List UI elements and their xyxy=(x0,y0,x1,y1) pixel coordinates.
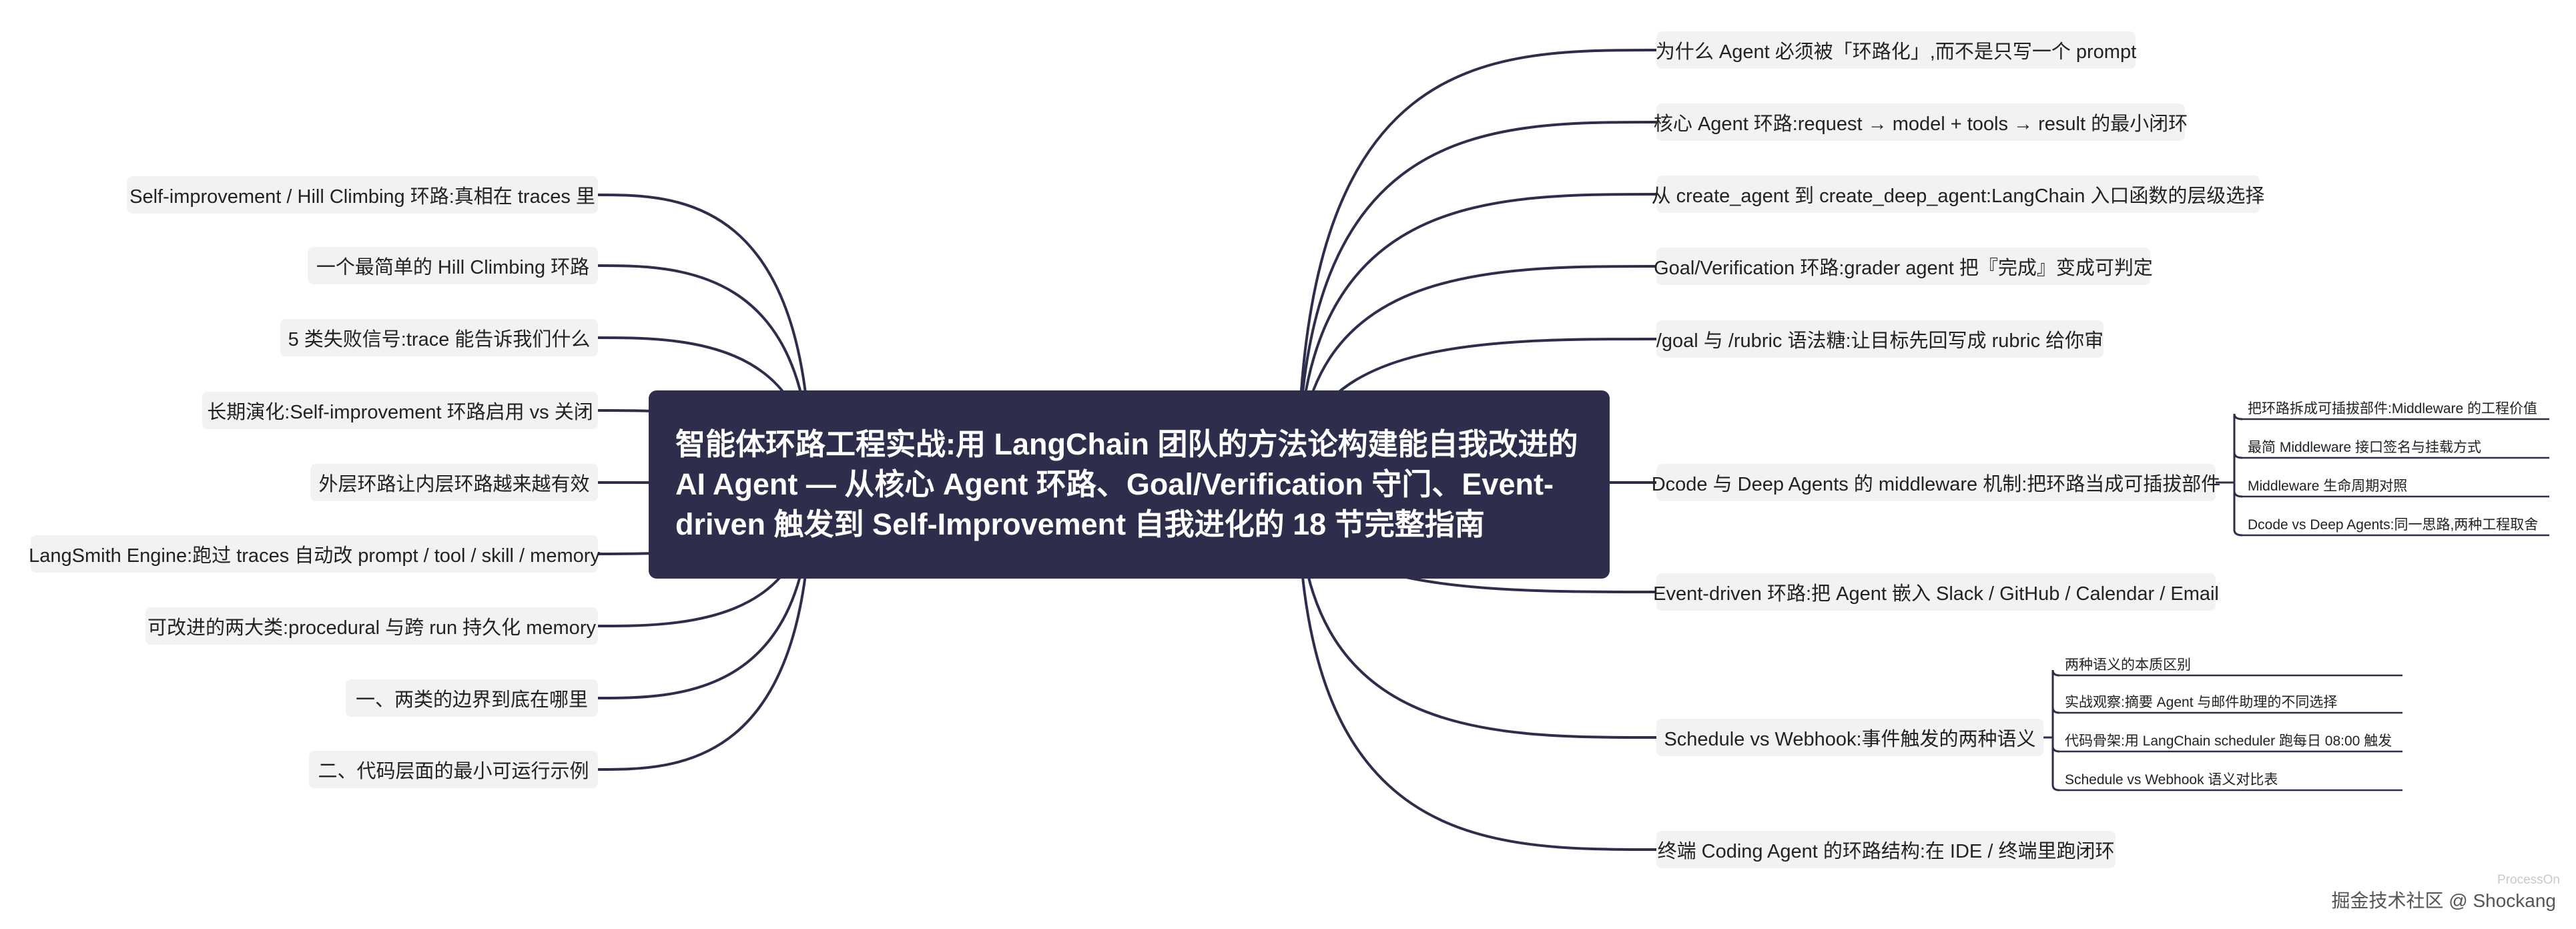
left-branch-node[interactable]: LangSmith Engine:跑过 traces 自动改 prompt / … xyxy=(29,535,600,573)
right-connector-line xyxy=(1297,484,1657,739)
right-branch-node[interactable]: /goal 与 /rubric 语法糖:让目标先回写成 rubric 给你审 xyxy=(1656,320,2104,358)
right-branch-node[interactable]: Schedule vs Webhook:事件触发的两种语义 xyxy=(1656,719,2043,756)
branch-label: 5 类失败信号:trace 能告诉我们什么 xyxy=(288,329,591,350)
subtopic-connector xyxy=(2051,707,2060,714)
left-branch-node[interactable]: 一个最简单的 Hill Climbing 环路 xyxy=(308,247,598,284)
left-branch-node[interactable]: 5 类失败信号:trace 能告诉我们什么 xyxy=(280,319,598,356)
subtopic-label[interactable]: Dcode vs Deep Agents:同一思路,两种工程取舍 xyxy=(2248,517,2539,533)
subtopic-connector xyxy=(2051,784,2060,792)
subtopic-label[interactable]: 实战观察:摘要 Agent 与邮件助理的不同选择 xyxy=(2065,695,2338,710)
root-topic-text: 智能体环路工程实战:用 LangChain 团队的方法论构建能自我改进的 AI … xyxy=(675,427,1578,541)
left-connector-line xyxy=(597,484,812,771)
subtopic-label[interactable]: 最简 Middleware 接口签名与挂载方式 xyxy=(2248,440,2482,455)
branch-label: 一个最简单的 Hill Climbing 环路 xyxy=(316,257,590,278)
branch-label: LangSmith Engine:跑过 traces 自动改 prompt / … xyxy=(29,545,600,567)
left-connector-line xyxy=(597,194,812,485)
subtopic-connector xyxy=(2233,491,2243,498)
branch-label: 一、两类的边界到底在哪里 xyxy=(356,689,589,711)
right-branch-node[interactable]: Goal/Verification 环路:grader agent 把『完成』变… xyxy=(1654,248,2153,285)
subtopic-connector xyxy=(2233,452,2243,459)
right-connector-line xyxy=(1297,193,1657,485)
right-connector-line xyxy=(1297,121,1657,485)
left-branch-node[interactable]: 长期演化:Self-improvement 环路启用 vs 关闭 xyxy=(202,392,598,429)
subtopic-label[interactable]: 把环路拆成可插拔部件:Middleware 的工程价值 xyxy=(2248,401,2538,416)
branch-label: 为什么 Agent 必须被「环路化」,而不是只写一个 prompt xyxy=(1655,41,2137,63)
subtopic-label[interactable]: Middleware 生命周期对照 xyxy=(2248,479,2408,494)
subtopic-label[interactable]: Schedule vs Webhook 语义对比表 xyxy=(2065,772,2278,788)
left-branch-node[interactable]: 外层环路让内层环路越来越有效 xyxy=(310,464,598,501)
subtopic-connector xyxy=(2051,745,2060,753)
branch-label: 可改进的两大类:procedural 与跨 run 持久化 memory xyxy=(147,617,596,639)
branch-label: 终端 Coding Agent 的环路结构:在 IDE / 终端里跑闭环 xyxy=(1657,841,2115,862)
right-branch-node[interactable]: Dcode 与 Deep Agents 的 middleware 机制:把环路当… xyxy=(1652,464,2220,501)
right-branch-node[interactable]: 终端 Coding Agent 的环路结构:在 IDE / 终端里跑闭环 xyxy=(1656,831,2116,868)
branch-label: Self-improvement / Hill Climbing 环路:真相在 … xyxy=(129,186,595,208)
branch-label: /goal 与 /rubric 语法糖:让目标先回写成 rubric 给你审 xyxy=(1656,330,2104,352)
branch-label: Schedule vs Webhook:事件触发的两种语义 xyxy=(1664,729,2036,750)
subtopic-label[interactable]: 两种语义的本质区别 xyxy=(2065,657,2191,673)
left-branch-node[interactable]: 一、两类的边界到底在哪里 xyxy=(346,679,598,717)
right-branch-node[interactable]: Event-driven 环路:把 Agent 嵌入 Slack / GitHu… xyxy=(1653,573,2219,611)
branch-label: 长期演化:Self-improvement 环路启用 vs 关闭 xyxy=(207,402,593,423)
processon-watermark: ProcessOn xyxy=(2497,873,2560,887)
right-branch-node[interactable]: 核心 Agent 环路:request → model + tools → re… xyxy=(1653,103,2188,141)
right-branch-node[interactable]: 从 create_agent 到 create_deep_agent:LangC… xyxy=(1652,176,2264,213)
branch-label: 外层环路让内层环路越来越有效 xyxy=(318,474,590,495)
left-branch-node[interactable]: 二、代码层面的最小可运行示例 xyxy=(309,751,598,788)
subtopic-connector xyxy=(2051,669,2060,677)
right-connector-line xyxy=(1297,484,1657,851)
subtopic-label[interactable]: 代码骨架:用 LangChain scheduler 跑每日 08:00 触发 xyxy=(2065,733,2392,749)
left-branch-node[interactable]: Self-improvement / Hill Climbing 环路:真相在 … xyxy=(127,176,598,214)
author-credit: 掘金技术社区 @ Shockang xyxy=(2331,890,2556,911)
right-connector-line xyxy=(1297,49,1657,485)
subtopic-connector xyxy=(2233,529,2243,537)
branch-label: Event-driven 环路:把 Agent 嵌入 Slack / GitHu… xyxy=(1653,583,2219,605)
branch-label: Dcode 与 Deep Agents 的 middleware 机制:把环路当… xyxy=(1651,474,2221,495)
branch-label: 核心 Agent 环路:request → model + tools → re… xyxy=(1653,113,2188,135)
branch-label: Goal/Verification 环路:grader agent 把『完成』变… xyxy=(1654,258,2153,279)
branch-label: 二、代码层面的最小可运行示例 xyxy=(318,761,589,782)
left-branch-node[interactable]: 可改进的两大类:procedural 与跨 run 持久化 memory xyxy=(145,607,598,645)
branch-label: 从 create_agent 到 create_deep_agent:LangC… xyxy=(1651,186,2265,207)
root-topic[interactable]: 智能体环路工程实战:用 LangChain 团队的方法论构建能自我改进的 AI … xyxy=(649,390,1610,579)
right-branch-node[interactable]: 为什么 Agent 必须被「环路化」,而不是只写一个 prompt xyxy=(1656,31,2136,69)
subtopic-connector xyxy=(2233,413,2243,420)
